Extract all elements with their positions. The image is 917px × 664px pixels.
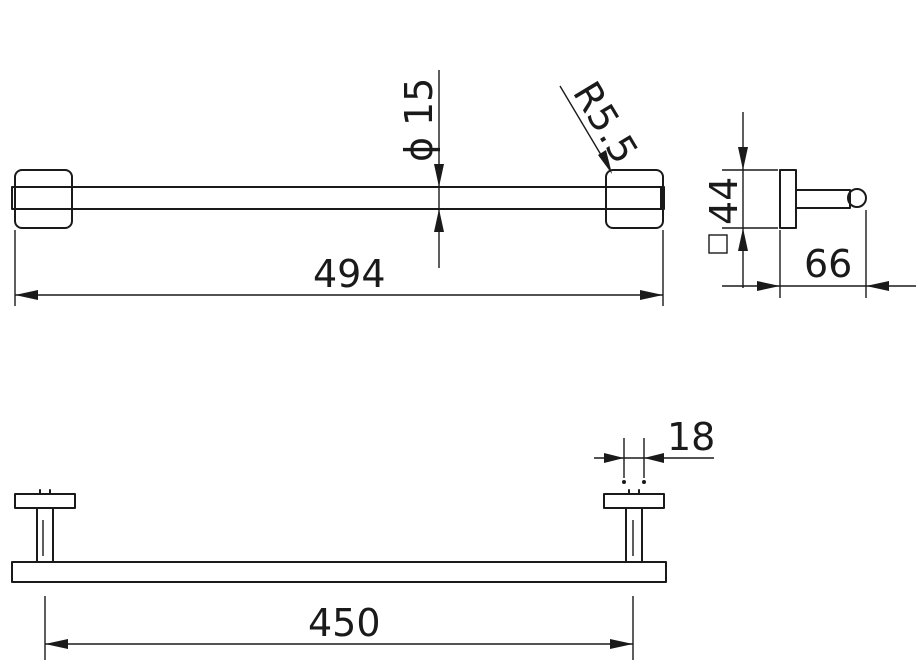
center-distance-label: 450 (308, 601, 381, 645)
right-post (625, 507, 643, 563)
side-post (795, 189, 851, 209)
center-distance-dimension: 450 (44, 596, 634, 660)
left-post (36, 507, 54, 563)
radius-label: R5.5 (564, 74, 646, 171)
diameter-value: 15 (397, 78, 441, 126)
diameter-dimension: ϕ 15 (397, 70, 444, 268)
right-mount-plate (605, 169, 664, 229)
towel-bar-top (11, 186, 665, 210)
length-label: 494 (313, 252, 386, 296)
projection-dimension: 66 (722, 210, 916, 298)
post-width-dimension: 18 (594, 415, 715, 484)
diameter-symbol: ϕ (397, 137, 441, 162)
left-flange (14, 493, 76, 509)
front-view: 18 450 (11, 415, 715, 660)
square-symbol (708, 234, 728, 254)
post-width-label: 18 (667, 415, 715, 459)
top-view: ϕ 15 R5.5 494 (11, 70, 665, 306)
height-label: 44 (702, 177, 746, 225)
side-bar-section (847, 188, 867, 208)
height-dimension: 44 (702, 112, 778, 288)
left-mount-plate (14, 169, 73, 229)
towel-bar-front (11, 561, 667, 583)
right-flange (603, 493, 665, 509)
length-dimension: 494 (14, 230, 664, 306)
side-view: 44 66 (702, 112, 916, 298)
projection-label: 66 (804, 242, 852, 286)
side-wall-plate (779, 169, 797, 229)
radius-dimension: R5.5 (559, 74, 647, 174)
